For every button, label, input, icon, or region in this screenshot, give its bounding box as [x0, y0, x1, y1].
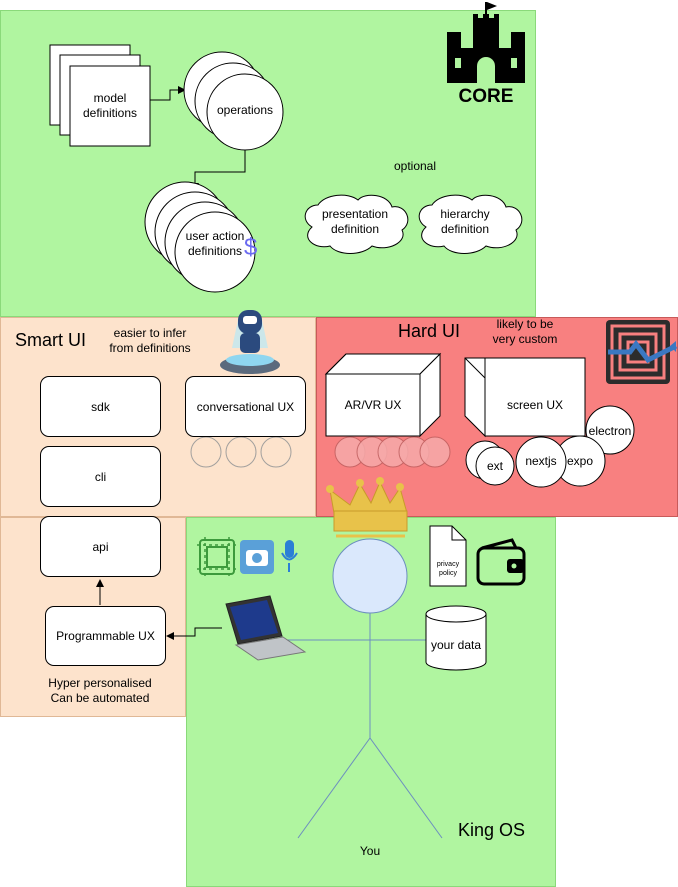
your-data-cylinder	[425, 605, 487, 671]
model-definitions-stack	[49, 44, 151, 147]
crown-icon	[326, 477, 408, 538]
screen-ux-cube	[464, 357, 586, 438]
arrow-head	[178, 86, 186, 94]
user-action-circles	[144, 181, 256, 293]
user-action-definitions-label: user action definitions	[185, 229, 245, 258]
hard-ui-note: likely to be very custom	[492, 317, 558, 346]
camera-chip-icon	[240, 540, 274, 574]
model-definitions-label: model definitions	[82, 91, 138, 120]
your-data-label: your data	[430, 638, 482, 652]
king-os-title: King OS	[458, 820, 526, 840]
arvr-dots	[334, 436, 451, 468]
hard-ui-title: Hard UI	[398, 321, 461, 341]
castle-icon	[447, 2, 525, 83]
programmable-note-line2: Can be automated	[50, 691, 150, 705]
hologram-robot-icon	[220, 310, 280, 374]
operations-circles	[183, 51, 284, 151]
presentation-cloud	[304, 194, 409, 254]
api-box: api	[40, 516, 161, 577]
presentation-definition-label: presentation definition	[321, 207, 389, 236]
arvr-ux-label: AR/VR UX	[344, 398, 402, 412]
programmable-note-line1: Hyper personalised	[48, 676, 152, 690]
dollar-icon: $	[244, 234, 258, 261]
conversational-ux-box: conversational UX	[185, 376, 306, 437]
arrow-head	[166, 632, 174, 640]
expo-label: expo	[566, 454, 594, 468]
microphone-icon	[281, 540, 298, 572]
conversational-dots	[190, 436, 292, 468]
privacy-policy-doc	[429, 525, 467, 587]
ext-circle	[475, 446, 515, 486]
privacy-policy-label: privacy policy	[436, 561, 460, 577]
screen-ux-label: screen UX	[506, 398, 564, 412]
ext-label: ext	[486, 459, 503, 473]
you-label: You	[359, 844, 381, 858]
chip-icon	[197, 537, 237, 577]
nextjs-circle	[515, 436, 567, 488]
sdk-box: sdk	[40, 376, 161, 437]
arvr-cube	[324, 352, 442, 438]
hierarchy-definition-label: hierarchy definition	[440, 207, 490, 236]
smart-ui-title: Smart UI	[15, 330, 87, 350]
wallet-icon	[476, 538, 526, 586]
maze-icon	[606, 320, 678, 384]
programmable-ux-box: Programmable UX	[45, 606, 166, 666]
stick-figure	[260, 538, 480, 839]
cli-box: cli	[40, 446, 161, 507]
smart-ui-note: easier to infer from definitions	[109, 326, 191, 355]
optional-label: optional	[393, 159, 437, 173]
operations-label: operations	[216, 103, 274, 117]
core-title: CORE	[458, 86, 514, 107]
arrow-head	[96, 579, 104, 587]
nextjs-label: nextjs	[525, 454, 557, 468]
electron-label: electron	[588, 424, 632, 438]
hierarchy-cloud	[418, 194, 523, 254]
laptop-icon	[225, 595, 307, 661]
electron-circle	[585, 405, 635, 455]
